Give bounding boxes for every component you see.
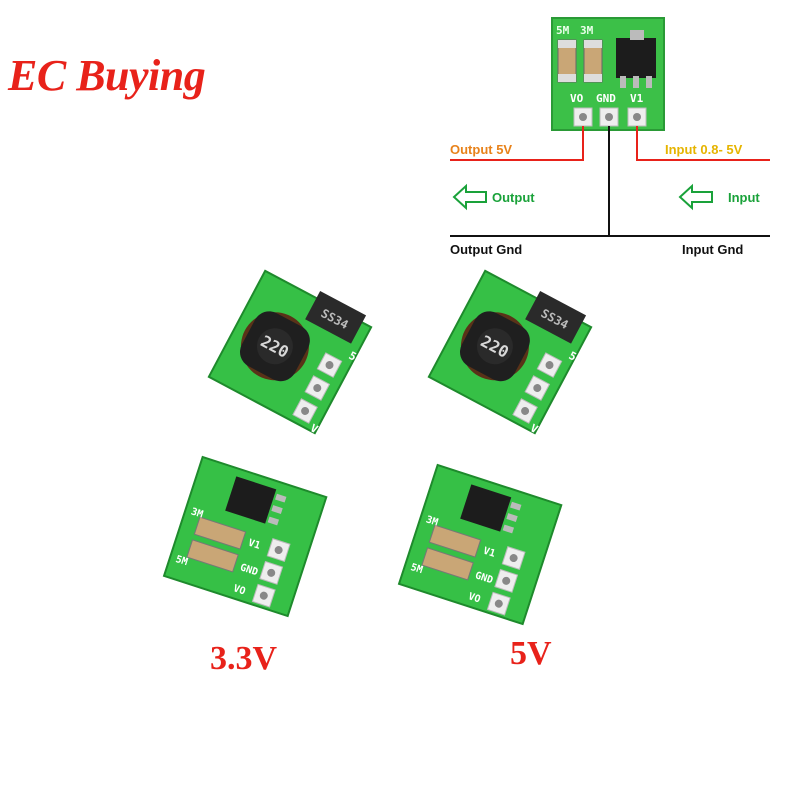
brand-logo: EC Buying <box>8 51 206 100</box>
silk-v1: V1 <box>528 421 546 439</box>
pin-vo: VO <box>232 583 247 597</box>
diagram-silk-3m: 3M <box>580 24 594 37</box>
ic-module-board-5v: 5M 3M VO GND V1 <box>397 463 563 626</box>
silk-5m: 5M <box>174 554 189 568</box>
diode <box>525 291 587 344</box>
input-arrow-label: Input <box>728 190 760 205</box>
diode <box>305 291 367 344</box>
version-label-3v3: 3.3V <box>210 640 278 677</box>
input-arrow-icon <box>678 183 713 211</box>
ic <box>460 484 512 532</box>
output-arrow-label: Output <box>492 190 535 205</box>
input-gnd-label: Input Gnd <box>682 242 743 257</box>
silk-3m: 3M <box>190 506 205 520</box>
capacitor <box>428 524 482 558</box>
silk-v1: V1 <box>308 421 326 439</box>
ic <box>225 476 277 524</box>
wiring-diagram: 5M 3M VO GND V1 Output 5V Input 0.8- 5V … <box>450 17 770 257</box>
diagram-ic <box>616 38 656 78</box>
pin-gnd: GND <box>474 570 495 586</box>
capacitor <box>186 539 239 573</box>
pin-v1: V1 <box>482 546 497 560</box>
silk-3m: 3M <box>425 514 440 528</box>
input-label: Input 0.8- 5V <box>665 142 743 157</box>
capacitor <box>421 547 474 581</box>
version-label-5v: 5V <box>510 635 552 672</box>
diagram-silk-5m: 5M <box>556 24 570 37</box>
input-wire <box>636 126 770 161</box>
inductor-module-board: SS34 220 5 V1 <box>427 269 593 439</box>
output-arrow-icon <box>452 183 487 211</box>
pin-gnd: GND <box>239 562 260 578</box>
output-label: Output 5V <box>450 142 512 157</box>
output-wire <box>450 126 584 161</box>
diagram-pin-v1: V1 <box>630 92 644 105</box>
inductor-module-board: SS34 220 5 V1 <box>207 269 373 439</box>
ic-module-board-3v3: 5M 3M VO GND V1 <box>162 455 328 618</box>
pin-v1: V1 <box>247 538 262 552</box>
silk-5: 5 <box>567 349 579 364</box>
silk-5: 5 <box>347 349 359 364</box>
diagram-pin-gnd: GND <box>596 92 616 105</box>
silk-5m: 5M <box>409 562 424 576</box>
diagram-pin-vo: VO <box>570 92 584 105</box>
capacitor <box>193 516 247 550</box>
pin-vo: VO <box>467 591 482 605</box>
output-gnd-label: Output Gnd <box>450 242 522 257</box>
